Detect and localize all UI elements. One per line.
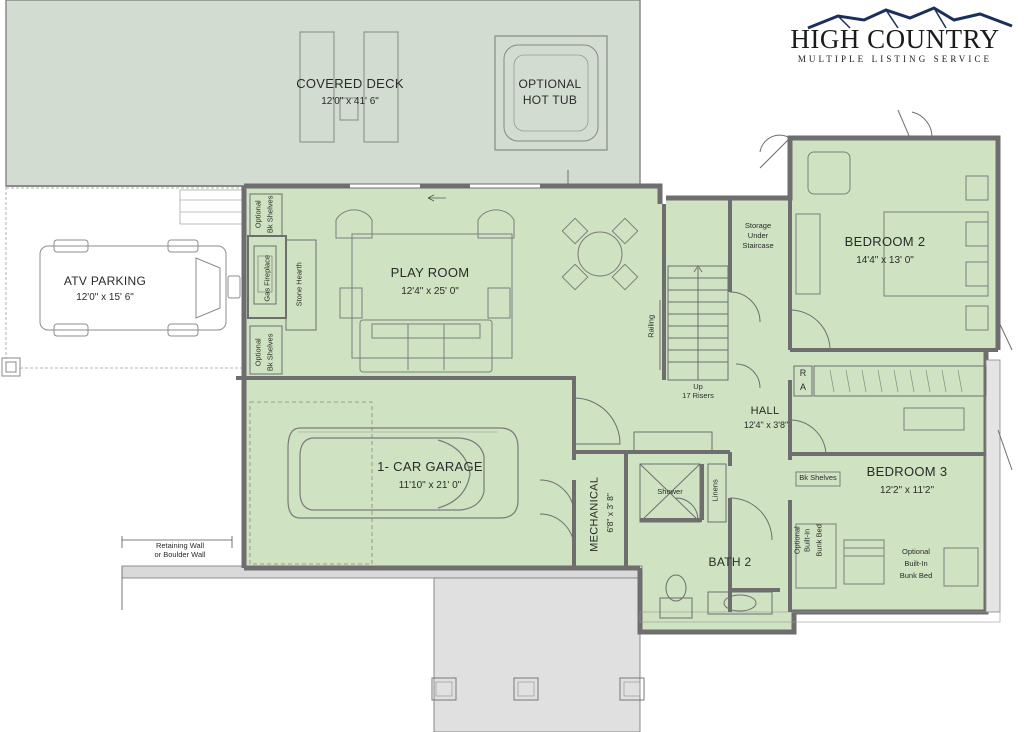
atv-parking-label: ATV PARKING bbox=[63, 274, 147, 288]
high-country-logo: HIGH COUNTRY MULTIPLE LISTING SERVICE bbox=[768, 2, 1022, 68]
bedroom2-label: BEDROOM 2 bbox=[844, 234, 926, 249]
logo-subtitle: MULTIPLE LISTING SERVICE bbox=[797, 54, 993, 64]
gas-fireplace-note: Gas Fireplace bbox=[262, 254, 272, 302]
retaining-wall-note-2: or Boulder Wall bbox=[154, 550, 206, 559]
deck-steps bbox=[179, 189, 243, 225]
closet-a-note: A bbox=[799, 382, 806, 392]
stairs-note-2: 17 Risers bbox=[682, 391, 714, 400]
driveway bbox=[433, 577, 641, 732]
play-room-dim: 12'4" x 25' 0" bbox=[401, 286, 459, 297]
garage-dim: 11'10" x 21' 0" bbox=[398, 480, 462, 491]
shelves-top-note-1: Optional bbox=[253, 200, 263, 229]
bedroom3-furniture bbox=[795, 407, 979, 589]
deck-side-table bbox=[339, 97, 359, 121]
logo-title: HIGH COUNTRY bbox=[790, 24, 1000, 54]
deck-post bbox=[1, 357, 21, 377]
bath-fixtures bbox=[639, 463, 773, 619]
building-floor bbox=[244, 138, 998, 632]
bed-left-note-3: Bunk Bed bbox=[814, 524, 824, 557]
bed-left-note-2: Built-In bbox=[802, 528, 812, 552]
play-room-furniture bbox=[335, 209, 639, 373]
deck-lounger-right bbox=[363, 31, 399, 143]
bookshelf-top bbox=[249, 193, 283, 237]
bed-right-note-1: Optional bbox=[902, 547, 930, 556]
closet bbox=[813, 365, 987, 397]
covered-deck-area bbox=[5, 0, 641, 187]
hot-tub-label-2: HOT TUB bbox=[522, 93, 578, 107]
shower-note: Shower bbox=[657, 487, 683, 496]
garage-door[interactable] bbox=[573, 397, 621, 445]
linens-note: Linens bbox=[710, 479, 720, 502]
bedroom3-dim: 12'2" x 11'2" bbox=[879, 485, 935, 496]
mechanical-dim: 6'8" x 3' 8" bbox=[605, 493, 616, 533]
shelves-bottom-note-1: Optional bbox=[253, 338, 263, 367]
hall-label: HALL bbox=[750, 405, 780, 417]
play-room-label: PLAY ROOM bbox=[390, 265, 470, 280]
bedroom2-furniture bbox=[795, 151, 989, 331]
shelves-top-note-2: Bk Shelves bbox=[265, 195, 275, 234]
bed-left-note-1: Optional bbox=[792, 526, 802, 555]
hall-doors bbox=[729, 109, 1013, 471]
stone-hearth bbox=[285, 239, 317, 331]
retaining-wall-note-1: Retaining Wall bbox=[155, 541, 205, 550]
atv-vehicle bbox=[39, 239, 241, 337]
bedroom2-dim: 14'4" x 13' 0" bbox=[856, 255, 914, 266]
garage-car bbox=[249, 401, 519, 565]
storage-note-1: Storage bbox=[744, 221, 772, 230]
atv-parking-dim: 12'0" x 15' 6" bbox=[76, 292, 134, 303]
deck-lounger-left bbox=[299, 31, 335, 143]
hot-tub-label: OPTIONAL bbox=[518, 77, 582, 91]
stone-hearth-note: Stone Hearth bbox=[294, 262, 304, 307]
mountain-icon bbox=[807, 6, 1013, 30]
covered-deck-dim: 12'0" x 41' 6" bbox=[321, 96, 379, 107]
bath2-label: BATH 2 bbox=[708, 555, 752, 569]
bed-right-note-2: Built-In bbox=[904, 559, 928, 568]
bk-shelves-note: Bk Shelves bbox=[799, 473, 837, 482]
closet-r-note: R bbox=[799, 368, 807, 378]
stairs-note-1: Up bbox=[693, 382, 703, 391]
interior-walls bbox=[244, 198, 998, 612]
storage-note-3: Staircase bbox=[742, 241, 774, 250]
bookshelf-bottom bbox=[249, 325, 283, 375]
staircase[interactable] bbox=[667, 265, 729, 381]
storage-note-2: Under bbox=[747, 231, 769, 240]
hall-dim: 12'4" x 3'8" bbox=[743, 420, 789, 430]
railing-note: Railing bbox=[646, 314, 656, 338]
bedroom3-label: BEDROOM 3 bbox=[866, 464, 948, 479]
garage-label: 1- CAR GARAGE bbox=[377, 459, 483, 474]
shelves-bottom-note-2: Bk Shelves bbox=[265, 333, 275, 372]
bed-right-note-3: Bunk Bed bbox=[899, 571, 933, 580]
covered-deck-label: COVERED DECK bbox=[296, 76, 404, 91]
mechanical-label: MECHANICAL bbox=[588, 476, 601, 552]
hot-tub bbox=[494, 35, 608, 151]
